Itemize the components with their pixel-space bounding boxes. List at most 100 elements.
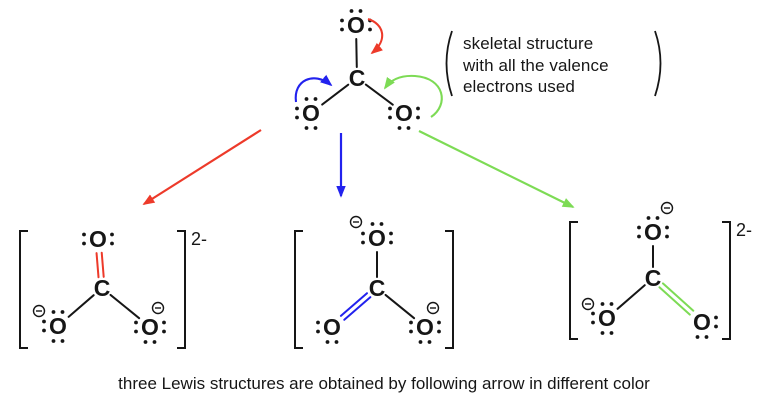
molecule-skeletal: O C O O	[295, 9, 420, 130]
lone-pair-dot	[143, 340, 148, 344]
lone-pair-dot	[388, 106, 392, 111]
lone-pair-dot	[325, 340, 330, 344]
atom-C: C	[369, 275, 386, 301]
atom-O: O	[416, 314, 434, 340]
lone-pair-dot	[437, 320, 441, 325]
lone-pair-dot	[134, 329, 138, 334]
atom-O: O	[302, 100, 320, 126]
lone-pair-dot	[370, 222, 375, 226]
lone-pair-dot	[665, 234, 669, 239]
lone-pair-dot	[406, 126, 411, 130]
lone-pair-dot	[51, 339, 56, 343]
caption-text: three Lewis structures are obtained by f…	[118, 374, 650, 393]
lone-pair-dot	[600, 331, 605, 335]
lone-pair-dot	[655, 216, 660, 220]
lone-pair-dot	[409, 320, 413, 325]
atom-O: O	[89, 226, 107, 252]
atom-O: O	[141, 314, 159, 340]
bond-C-O2	[321, 83, 350, 106]
charge-minus-icon	[581, 297, 595, 311]
charge-minus-icon	[426, 301, 440, 315]
curved-arrow-red	[367, 17, 384, 55]
atom-O: O	[49, 313, 67, 339]
charge-minus-icon	[32, 304, 46, 318]
arrow-to-right-structure-arrow	[418, 130, 575, 208]
lone-pair-dot	[340, 18, 344, 23]
lone-pair-dot	[714, 315, 718, 320]
lone-pair-dot	[600, 302, 605, 306]
atom-O: O	[598, 305, 616, 331]
bond-C-O2	[339, 292, 368, 317]
bracket-left	[569, 221, 578, 340]
lone-pair-dot	[437, 329, 441, 334]
lone-pair-dot	[316, 329, 320, 334]
atom-C: C	[94, 275, 111, 301]
atom-O: O	[368, 225, 386, 251]
note-paren-right	[654, 30, 662, 97]
note-paren-left	[445, 30, 453, 97]
bond-C-O2	[67, 294, 95, 318]
curved-arrow-blue	[294, 74, 333, 103]
bracket-right	[722, 221, 731, 340]
atom-O: O	[395, 100, 413, 126]
atom-C: C	[645, 265, 662, 291]
lone-pair-dot	[637, 234, 641, 239]
lone-pair-dot	[42, 319, 46, 324]
lone-pair-dot	[416, 106, 420, 111]
bracket-left	[294, 230, 303, 349]
lone-pair-dot	[389, 240, 393, 245]
bond-C-O3	[658, 286, 691, 316]
charge-minus-icon	[349, 215, 363, 229]
lone-pair-dot	[60, 310, 65, 314]
atom-O: O	[644, 219, 662, 245]
lone-pair-dot	[316, 320, 320, 325]
bond-C-O1	[355, 37, 358, 69]
lone-pair-dot	[82, 241, 86, 246]
bracket-left	[19, 230, 28, 349]
bond-C-O2	[616, 284, 646, 310]
atom-O: O	[347, 12, 365, 38]
lone-pair-dot	[609, 302, 614, 306]
charge-label: 2-	[736, 220, 752, 240]
skeletal-note: skeletal structure with all the valence …	[463, 33, 609, 98]
lone-pair-dot	[646, 216, 651, 220]
note-line-2: with all the valence	[463, 55, 609, 75]
lone-pair-dot	[313, 97, 318, 101]
lone-pair-dot	[416, 115, 420, 120]
lone-pair-dot	[295, 115, 299, 120]
lone-pair-dot	[134, 320, 138, 325]
lone-pair-dot	[427, 340, 432, 344]
bond-C-O3	[661, 282, 695, 312]
atom-C: C	[349, 65, 366, 91]
lone-pair-dot	[349, 9, 354, 13]
lone-pair-dot	[418, 340, 423, 344]
bond-C-O3	[109, 293, 141, 320]
lone-pair-dot	[162, 320, 166, 325]
lone-pair-dot	[152, 340, 157, 344]
atom-O: O	[693, 309, 711, 335]
bracket-right	[445, 230, 454, 349]
lone-pair-dot	[397, 126, 402, 130]
bond-C-O3	[384, 293, 416, 320]
charge-minus-icon	[151, 301, 165, 315]
lone-pair-dot	[51, 310, 56, 314]
lone-pair-dot	[82, 232, 86, 237]
lone-pair-dot	[162, 329, 166, 334]
lone-pair-dot	[361, 231, 365, 236]
lone-pair-dot	[42, 328, 46, 333]
lone-pair-dot	[409, 329, 413, 334]
lone-pair-dot	[340, 27, 344, 32]
lone-pair-dot	[60, 339, 65, 343]
arrow-to-left-structure-arrow	[142, 129, 262, 205]
curved-arrow-green	[383, 74, 443, 118]
lone-pair-dot	[304, 126, 309, 130]
lone-pair-dot	[379, 222, 384, 226]
lone-pair-dot	[591, 311, 595, 316]
lone-pair-dot	[110, 241, 114, 246]
atom-O: O	[323, 314, 341, 340]
